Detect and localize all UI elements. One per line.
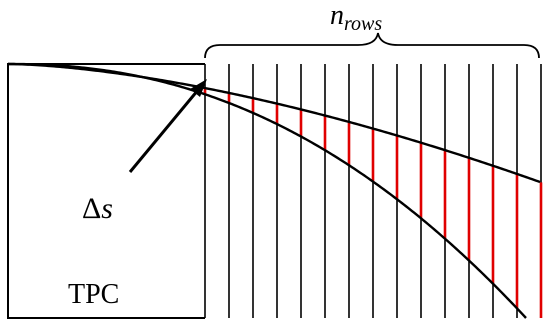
tpc-outline <box>7 63 205 319</box>
track-upper-curve <box>7 62 541 184</box>
delta-s-arrow-line <box>128 89 200 173</box>
track-segments <box>203 88 543 318</box>
delta-var: s <box>101 192 113 225</box>
tpc-label: TPC <box>68 279 119 310</box>
delta-symbol: Δ <box>82 192 101 225</box>
delta-s-label: Δs <box>82 192 113 225</box>
rows-label-n: n <box>330 0 344 31</box>
delta-s-arrow-head <box>190 79 207 97</box>
rows-label-sub: rows <box>344 13 382 35</box>
rows-label: nrows <box>330 0 382 35</box>
rows-brace <box>204 32 540 59</box>
track-lower-curve <box>8 62 527 319</box>
